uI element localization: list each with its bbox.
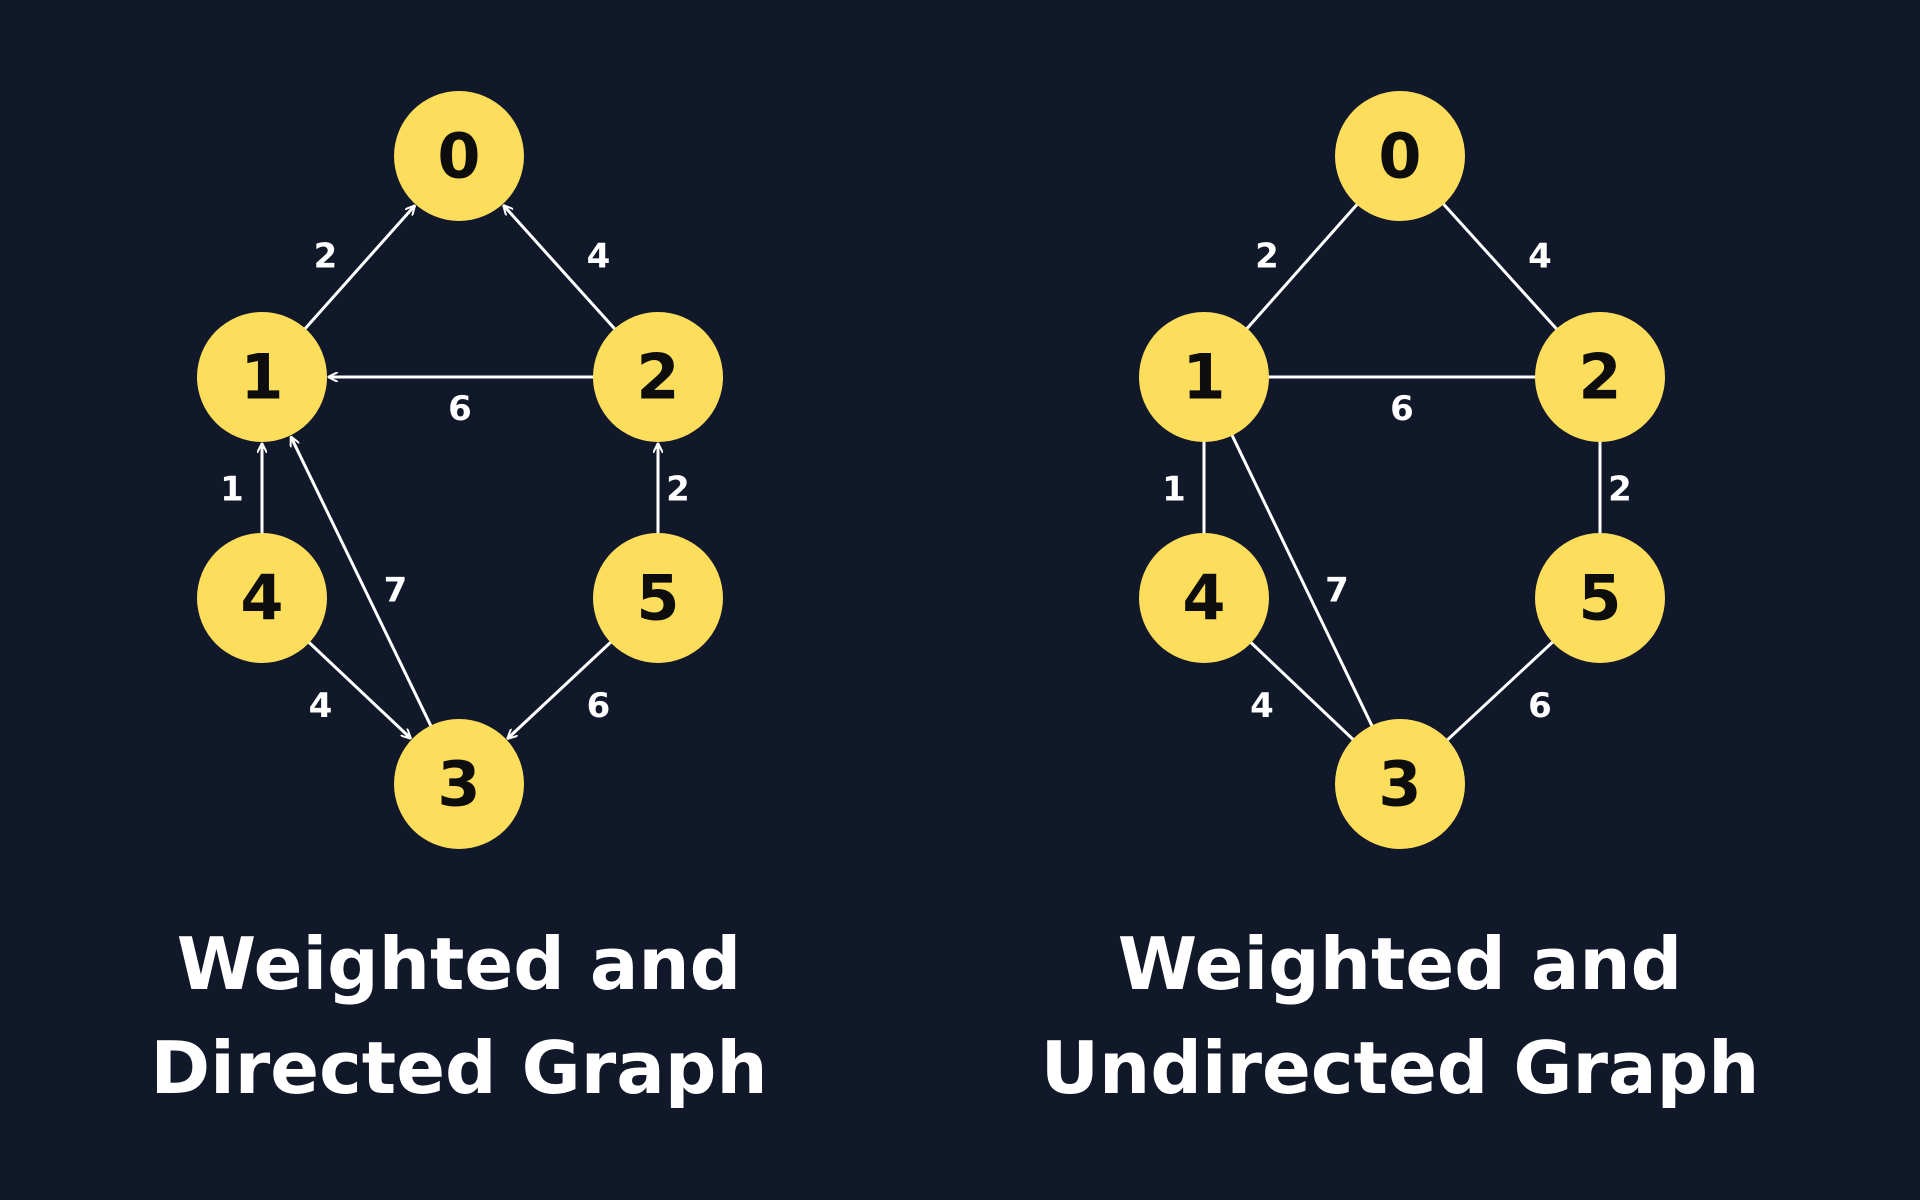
- edge-1-0: [302, 206, 414, 332]
- node-1: 1: [1139, 312, 1269, 442]
- node-circle: [1335, 719, 1465, 849]
- node-3: 3: [1335, 719, 1465, 849]
- node-label: 4: [240, 562, 283, 635]
- edge-weight-label: 2: [666, 470, 690, 510]
- node-5: 5: [593, 533, 723, 663]
- node-label: 3: [1378, 748, 1421, 821]
- caption-line-2: Directed Graph: [150, 1026, 768, 1110]
- node-label: 5: [1578, 562, 1621, 635]
- edge-1-0: [1242, 200, 1362, 333]
- node-label: 0: [1378, 120, 1421, 193]
- edge-weight-label: 1: [220, 470, 244, 510]
- node-circle: [394, 91, 524, 221]
- edge-3-1: [1228, 430, 1376, 731]
- node-1: 1: [197, 312, 327, 442]
- undirected-graph: 2 4 6 1 7 2 4 6 0 1 2 3 4 5: [1139, 91, 1665, 849]
- node-0: 0: [394, 91, 524, 221]
- node-4: 4: [197, 533, 327, 663]
- node-circle: [197, 312, 327, 442]
- edge-weight-label: 7: [1325, 571, 1349, 611]
- edge-weight-label: 4: [309, 686, 333, 726]
- node-circle: [1535, 312, 1665, 442]
- edge-weight-label: 6: [1528, 686, 1552, 726]
- node-label: 5: [636, 562, 679, 635]
- node-circle: [197, 533, 327, 663]
- node-label: 0: [437, 120, 480, 193]
- node-2: 2: [1535, 312, 1665, 442]
- node-circle: [593, 312, 723, 442]
- edge-weight-label: 2: [314, 237, 338, 277]
- node-3: 3: [394, 719, 524, 849]
- edge-5-3: [1443, 638, 1557, 744]
- node-circle: [1535, 533, 1665, 663]
- edge-2-0: [504, 206, 618, 332]
- edge-weight-label: 6: [587, 686, 611, 726]
- edge-weight-label: 4: [587, 237, 611, 277]
- directed-graph: 2 4 6 1 7 2 4 6 0 1 2 3 4 5: [197, 91, 723, 849]
- edge-weight-label: 2: [1255, 237, 1279, 277]
- caption-line-1: Weighted and: [1117, 922, 1683, 1006]
- undirected-graph-caption: Weighted and Undirected Graph: [1020, 912, 1780, 1120]
- edge-weight-label: 1: [1162, 470, 1186, 510]
- edge-2-0: [1439, 199, 1561, 334]
- edge-4-3: [1246, 638, 1358, 744]
- node-label: 1: [1182, 341, 1225, 414]
- node-label: 4: [1182, 562, 1225, 635]
- node-circle: [593, 533, 723, 663]
- edge-weight-label: 4: [1250, 686, 1274, 726]
- node-0: 0: [1335, 91, 1465, 221]
- edge-weight-label: 6: [448, 389, 472, 429]
- edge-weight-label: 6: [1390, 389, 1414, 429]
- caption-line-2: Undirected Graph: [1040, 1026, 1760, 1110]
- edge-weight-label: 7: [384, 571, 408, 611]
- node-label: 1: [240, 341, 283, 414]
- node-circle: [1139, 533, 1269, 663]
- edge-3-1: [291, 437, 434, 729]
- node-circle: [1139, 312, 1269, 442]
- node-circle: [1335, 91, 1465, 221]
- caption-line-1: Weighted and: [176, 922, 742, 1006]
- edge-weight-label: 4: [1528, 237, 1552, 277]
- node-circle: [394, 719, 524, 849]
- node-4: 4: [1139, 533, 1269, 663]
- node-label: 2: [636, 341, 679, 414]
- node-2: 2: [593, 312, 723, 442]
- node-label: 2: [1578, 341, 1621, 414]
- edge-4-3: [306, 639, 410, 738]
- directed-graph-caption: Weighted and Directed Graph: [79, 912, 839, 1120]
- edge-weight-label: 2: [1608, 470, 1632, 510]
- node-5: 5: [1535, 533, 1665, 663]
- node-label: 3: [437, 748, 480, 821]
- edge-5-3: [508, 639, 614, 738]
